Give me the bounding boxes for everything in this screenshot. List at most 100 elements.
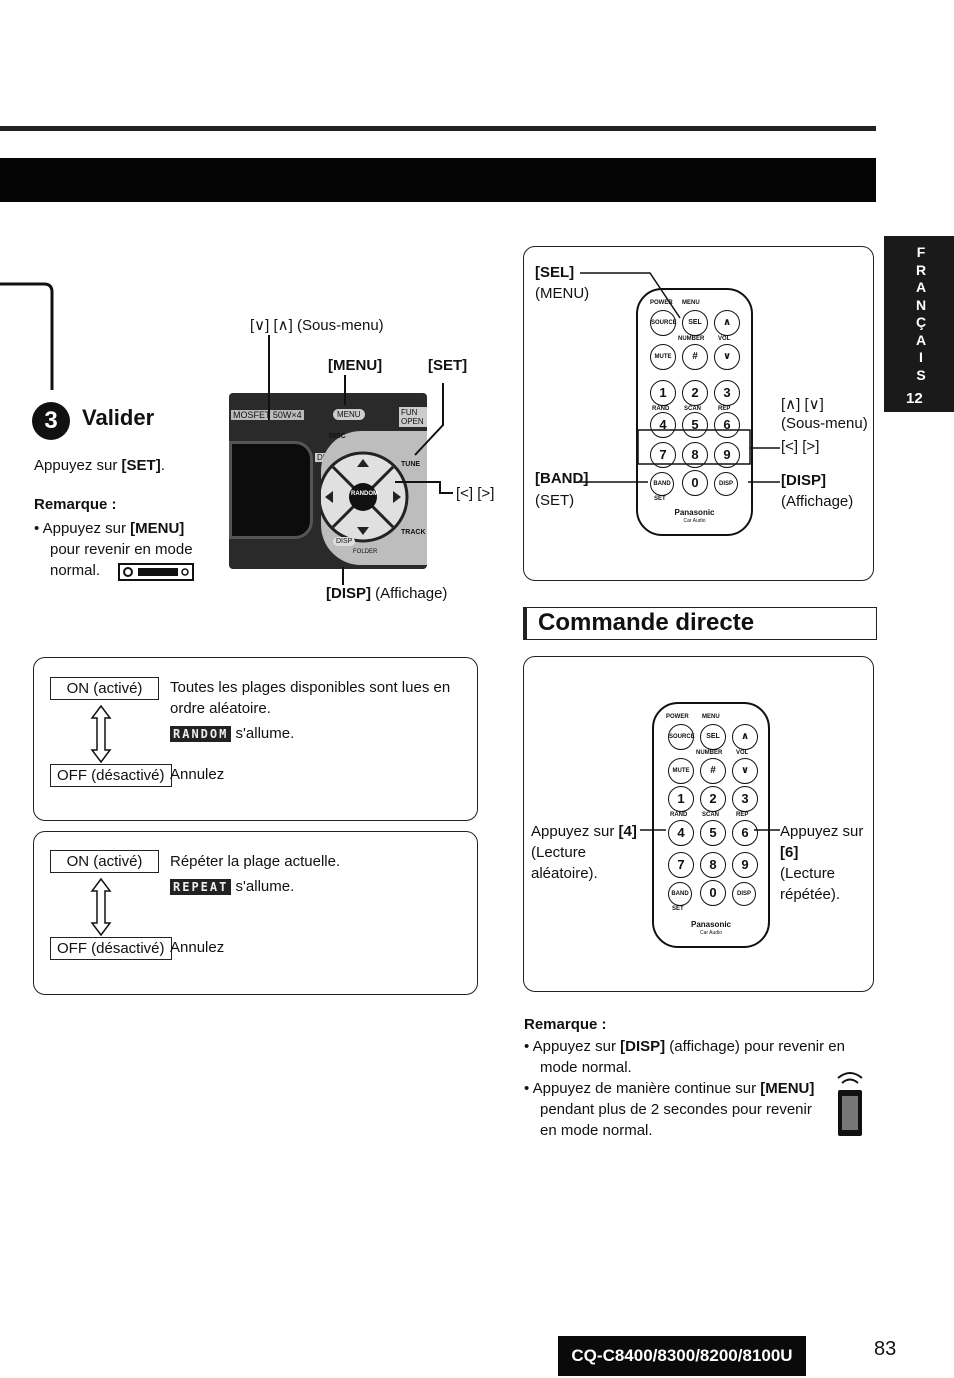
- button-3[interactable]: 3: [732, 786, 758, 812]
- number-button[interactable]: #: [700, 758, 726, 784]
- remark-key: [DISP]: [620, 1038, 666, 1055]
- button-7[interactable]: 7: [668, 852, 694, 878]
- button-1[interactable]: 1: [668, 786, 694, 812]
- remark-list: • Appuyez sur [DISP] (affichage) pour re…: [524, 1036, 869, 1141]
- panel-label: MENU: [333, 409, 365, 420]
- up-button[interactable]: ∧: [732, 724, 758, 750]
- brand-logo: Panasonic: [674, 508, 715, 517]
- down-button[interactable]: ∨: [732, 758, 758, 784]
- disp-key-label: [DISP]: [781, 472, 826, 489]
- sel-key-text: (MENU): [535, 285, 590, 302]
- tab-letter: S: [916, 366, 926, 383]
- valider-instruction: Appuyez sur [SET].: [34, 457, 165, 474]
- description-line: Répéter la plage actuelle.: [170, 853, 341, 870]
- direct-callouts: [640, 829, 780, 831]
- tab-letter: F: [916, 244, 926, 260]
- model-banner: CQ-C8400/8300/8200/8100U: [558, 1336, 806, 1376]
- button-9[interactable]: 9: [732, 852, 758, 878]
- tab-letter: Ç: [915, 314, 927, 330]
- button-6[interactable]: 6: [714, 412, 740, 438]
- button-4[interactable]: 4: [668, 820, 694, 846]
- indicator-text: s'allume.: [231, 725, 295, 742]
- sub-brand: Car Audio: [700, 930, 722, 936]
- button-2[interactable]: 2: [682, 380, 708, 406]
- random-direct-text: Appuyez sur [4] (Lecture aléatoire).: [531, 821, 637, 884]
- repeat-direct-text: Appuyez sur [6] (Lecture répétée).: [780, 821, 863, 905]
- description-line: Toutes les plages disponibles sont lues …: [170, 679, 451, 696]
- source-button[interactable]: SOURCE: [668, 724, 695, 750]
- sel-button[interactable]: SEL: [682, 310, 708, 336]
- on-state-label: ON (activé): [50, 850, 159, 873]
- disp-key: [DISP]: [326, 585, 371, 602]
- tab-letter: A: [915, 331, 927, 348]
- section-number: 12: [906, 390, 923, 407]
- button-3[interactable]: 3: [714, 380, 740, 406]
- menu-key-label: [MENU]: [328, 357, 383, 374]
- indicator-text: s'allume.: [231, 878, 295, 895]
- on-state-label: ON (activé): [50, 677, 159, 700]
- sub-brand: Car Audio: [683, 518, 706, 524]
- remark-line: pour revenir en mode: [50, 541, 193, 558]
- cancel-text: Annulez: [170, 939, 225, 956]
- button-5[interactable]: 5: [682, 412, 708, 438]
- toggle-arrow-icon: [90, 704, 112, 764]
- direct-text: Appuyez sur: [531, 823, 619, 840]
- remote-label: MENU: [702, 714, 720, 720]
- remark-line: en mode normal.: [540, 1122, 653, 1139]
- remark-title: Remarque :: [34, 496, 117, 513]
- section-title: Valider: [82, 405, 155, 430]
- panel-label: TUNE: [401, 461, 421, 468]
- mute-button[interactable]: MUTE: [668, 758, 694, 784]
- remark-key: [MENU]: [130, 520, 185, 537]
- disp-button[interactable]: DISP: [732, 882, 756, 906]
- button-8[interactable]: 8: [700, 852, 726, 878]
- button-6[interactable]: 6: [732, 820, 758, 846]
- mute-button[interactable]: MUTE: [650, 344, 676, 370]
- button-0[interactable]: 0: [682, 470, 708, 496]
- down-button[interactable]: ∨: [714, 344, 740, 370]
- brand-logo: Panasonic: [690, 920, 731, 929]
- head-unit-panel: MOSFET 50W×4 MENU FUN OPEN DIM RANDOM TU…: [229, 393, 427, 569]
- random-indicator: RANDOM: [170, 726, 232, 742]
- lr-key-label: [<] [>]: [781, 438, 820, 455]
- tab-letter: A: [915, 279, 927, 295]
- panel-label: DISC: [329, 433, 346, 440]
- repeat-description: Répéter la plage actuelle. REPEAT s'allu…: [170, 851, 340, 898]
- sel-button[interactable]: SEL: [700, 724, 726, 750]
- panel-label: FOLDER: [353, 549, 378, 555]
- band-button[interactable]: BAND: [650, 472, 674, 496]
- up-button[interactable]: ∧: [714, 310, 740, 336]
- panel-label: MOSFET 50W×4: [231, 410, 304, 420]
- head-unit-callouts: [268, 335, 453, 585]
- lr-key-label: [<] [>]: [456, 485, 495, 502]
- remote-label: SCAN: [702, 812, 720, 818]
- tab-letter: R: [915, 261, 927, 278]
- submenu-label: [∨] [∧] (Sous-menu): [250, 317, 384, 334]
- number-button[interactable]: #: [682, 344, 708, 370]
- remote-label: RAND: [670, 812, 688, 818]
- toggle-arrow-icon: [90, 877, 112, 937]
- button-1[interactable]: 1: [650, 380, 676, 406]
- source-button[interactable]: SOURCE: [650, 310, 677, 336]
- menu-button-icon: [118, 563, 194, 581]
- direct-line: (Lecture: [780, 865, 836, 882]
- button-2[interactable]: 2: [700, 786, 726, 812]
- disp-button[interactable]: DISP: [714, 472, 738, 496]
- button-4[interactable]: 4: [650, 412, 676, 438]
- head-unit-display: [229, 441, 313, 539]
- remark-text: (affichage) pour revenir en: [665, 1038, 845, 1055]
- band-key-text: (SET): [535, 492, 575, 509]
- remote-label: POWER: [650, 300, 673, 306]
- band-key-label: [BAND]: [535, 470, 589, 487]
- remote-label: MENU: [682, 300, 700, 306]
- remark-key: [MENU]: [760, 1080, 815, 1097]
- instruction-text: Appuyez sur: [34, 457, 122, 474]
- band-button[interactable]: BAND: [668, 882, 692, 906]
- commande-title-box: [523, 607, 877, 640]
- button-0[interactable]: 0: [700, 880, 726, 906]
- remote-label: REP: [736, 812, 749, 818]
- button-5[interactable]: 5: [700, 820, 726, 846]
- remark-text: Appuyez sur: [42, 520, 131, 537]
- remote-callouts: [580, 272, 780, 483]
- header-bar: [0, 158, 876, 202]
